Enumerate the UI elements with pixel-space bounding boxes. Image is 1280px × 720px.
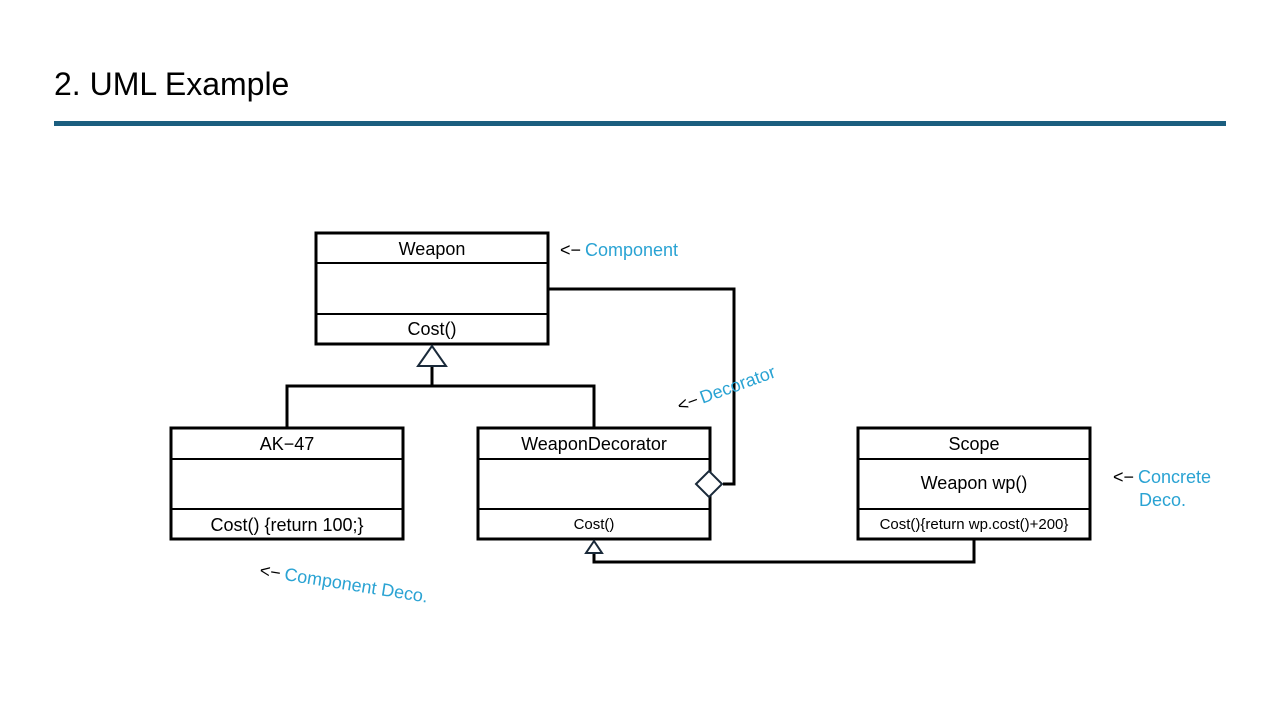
class-scope[interactable]: Scope Weapon wp() Cost(){return wp.cost(…	[856, 426, 1092, 541]
class-scope-methods: Cost(){return wp.cost()+200}	[880, 516, 1069, 533]
annotation-arrow: <−	[675, 390, 702, 416]
class-scope-name: Scope	[948, 434, 999, 454]
class-decorator-methods: Cost()	[574, 516, 615, 533]
annotation-component: <− Component	[560, 240, 678, 260]
title-underline	[54, 121, 1226, 126]
class-ak47-methods: Cost() {return 100;}	[210, 515, 363, 535]
annotation-component-deco-label: Component Deco.	[283, 564, 429, 606]
annotation-decorator: <− Decorator	[675, 362, 779, 416]
aggregation-line	[548, 287, 736, 486]
annotation-arrow: <−	[258, 560, 282, 583]
class-ak47[interactable]: AK−47 Cost() {return 100;}	[169, 426, 405, 541]
class-scope-box	[856, 426, 1092, 541]
class-weapon-box	[314, 231, 550, 346]
class-decorator-name: WeaponDecorator	[521, 434, 667, 454]
annotation-decorator-label: Decorator	[697, 362, 778, 408]
scope-inheritance-connector	[584, 539, 976, 564]
class-scope-attributes: Weapon wp()	[921, 473, 1028, 493]
annotation-concrete-line2: Deco.	[1139, 490, 1186, 510]
class-weapon-name: Weapon	[399, 239, 466, 259]
scope-generalization-arrowhead	[584, 539, 604, 554]
class-weapon-decorator[interactable]: WeaponDecorator Cost()	[476, 426, 712, 541]
inheritance-connector	[285, 344, 596, 428]
annotation-arrow: <−	[560, 240, 581, 260]
class-decorator-box	[476, 426, 712, 541]
annotation-component-label: Component	[585, 240, 678, 260]
aggregation-diamond	[694, 469, 724, 499]
inheritance-line	[285, 384, 596, 428]
generalization-arrowhead	[416, 344, 448, 367]
scope-inheritance-line	[592, 539, 976, 564]
annotation-concrete-deco: <− Concrete Deco.	[1113, 467, 1211, 510]
class-ak47-name: AK−47	[260, 434, 315, 454]
class-weapon-methods: Cost()	[408, 319, 457, 339]
aggregation-connector	[548, 287, 736, 499]
page-title: 2. UML Example	[54, 66, 290, 102]
annotation-arrow: <−	[1113, 467, 1134, 487]
class-weapon[interactable]: Weapon Cost()	[314, 231, 550, 346]
annotation-concrete-line1: Concrete	[1138, 467, 1211, 487]
annotation-component-deco: <− Component Deco.	[258, 560, 429, 606]
